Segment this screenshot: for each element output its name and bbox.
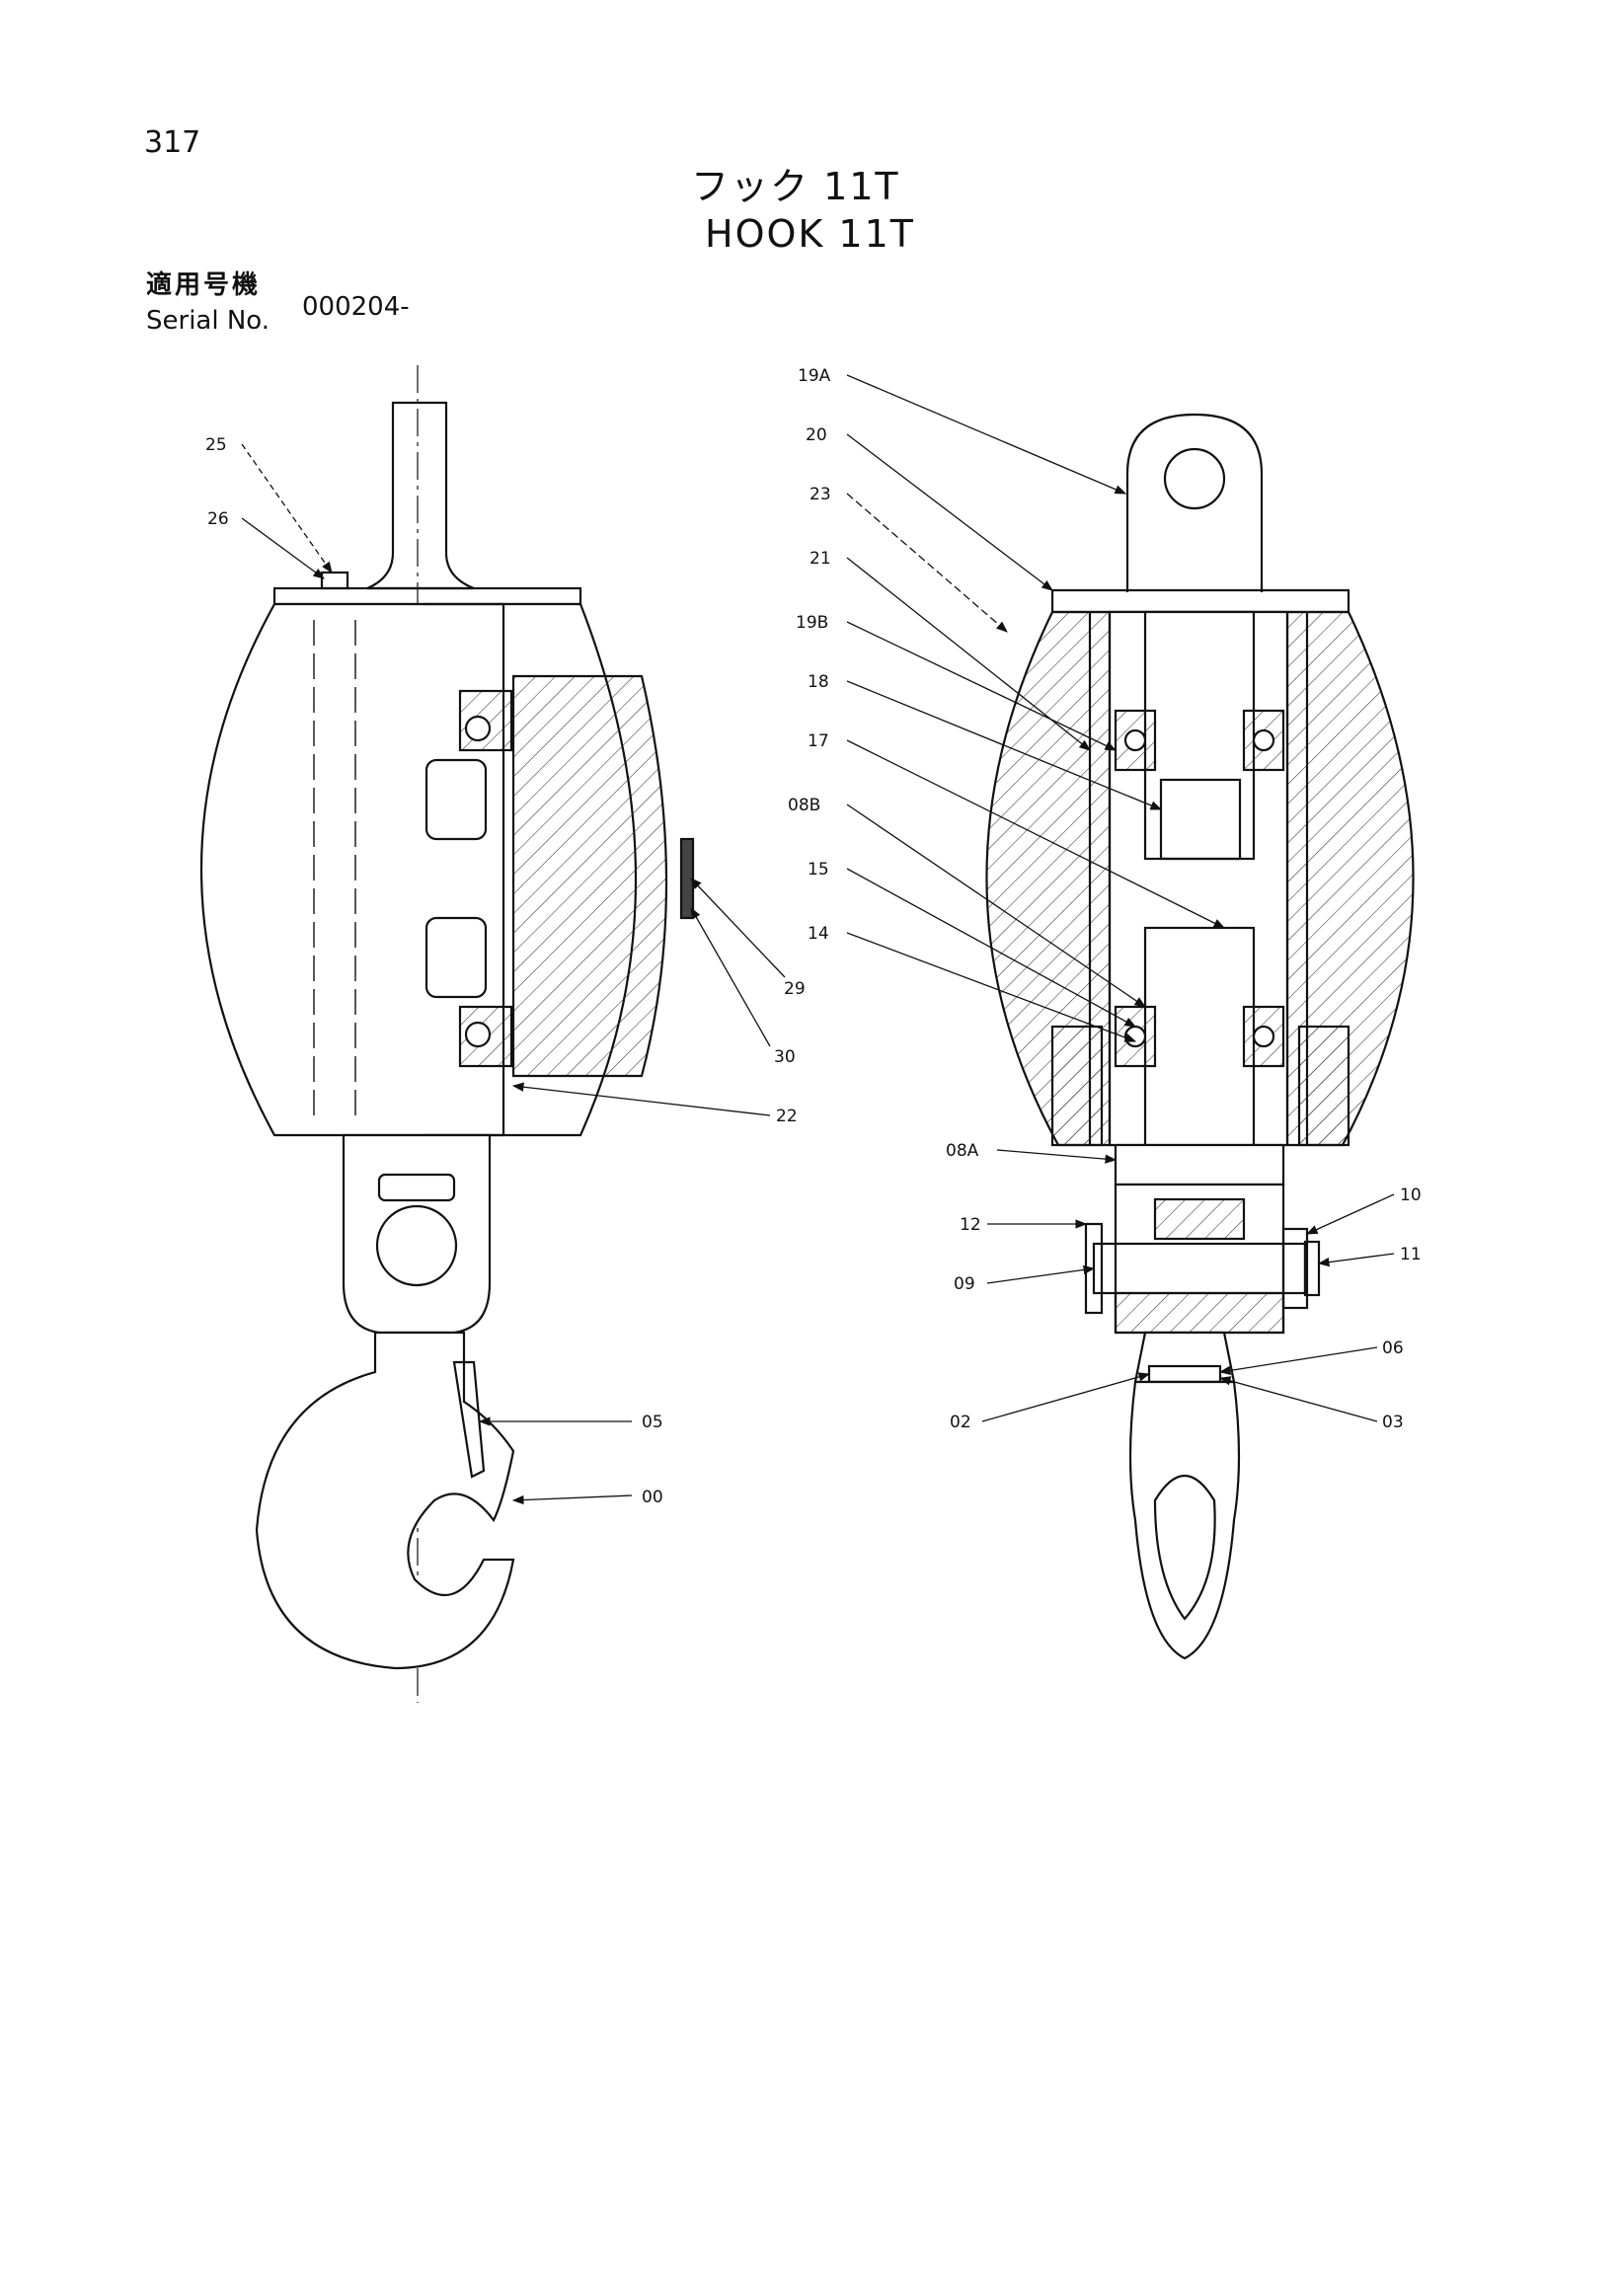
crosshead-08A (1114, 1143, 1285, 1186)
callout-08A: 08A (946, 1141, 979, 1161)
page-number: 317 (144, 125, 201, 160)
right-view (985, 413, 1415, 1660)
swivel-block (342, 1133, 492, 1335)
callout-15: 15 (808, 860, 829, 880)
callout-25: 25 (205, 435, 227, 455)
side-plate-right (1297, 1025, 1350, 1147)
callout-03: 03 (1382, 1413, 1404, 1432)
left-view (200, 365, 695, 1703)
title-english: HOOK 11T (705, 212, 915, 256)
bore-sleeves (1088, 612, 1309, 1145)
split-pin-11 (1303, 1240, 1321, 1297)
serial-label-japanese: 適用号機 (146, 270, 262, 300)
bearing-upper-left (458, 689, 513, 752)
sheave-upper-18 (1159, 778, 1242, 861)
callout-30: 30 (774, 1047, 796, 1067)
callout-20: 20 (806, 425, 827, 445)
callout-19A: 19A (798, 366, 831, 386)
bolt-head-25 (320, 571, 349, 590)
callout-23: 23 (810, 485, 831, 504)
callout-labels: 25 26 29 30 22 05 00 19A 20 23 21 19B 18… (205, 366, 1422, 1507)
serial-number-value: 000204- (302, 292, 410, 322)
ball-lower-b (1252, 1025, 1275, 1048)
callout-10: 10 (1400, 1186, 1422, 1205)
title-japanese: フック 11T (691, 165, 900, 208)
upper-shaft (1143, 610, 1256, 861)
callout-29: 29 (784, 979, 806, 999)
callout-18: 18 (808, 672, 829, 692)
nut-10 (1281, 1227, 1309, 1310)
ball-upper-b (1252, 728, 1275, 752)
top-plate-20 (1050, 588, 1350, 614)
callout-00: 00 (642, 1488, 663, 1507)
inner-drum-upper (424, 758, 488, 841)
callout-22: 22 (776, 1107, 798, 1126)
callout-08B: 08B (788, 796, 820, 815)
hidden-bore (313, 620, 356, 1117)
callout-26: 26 (207, 509, 229, 529)
top-plate (272, 586, 582, 606)
swivel-pin (377, 1173, 456, 1202)
callout-14: 14 (808, 924, 829, 944)
hook-body-left (255, 1331, 515, 1670)
inner-drum-lower (424, 916, 488, 999)
latch-05 (452, 1360, 486, 1479)
serial-label: Serial No. (146, 306, 270, 336)
top-eye-19A (1125, 413, 1264, 592)
callout-19B: 19B (796, 613, 828, 633)
lower-shaft (1143, 926, 1256, 1147)
callout-02: 02 (950, 1413, 971, 1432)
callout-11: 11 (1400, 1245, 1422, 1264)
callout-12: 12 (960, 1215, 981, 1235)
hook-throat (1153, 1474, 1216, 1621)
hook-body-right (1128, 1380, 1241, 1660)
bearing-lower-left (458, 1005, 513, 1068)
ball-lower-a (1123, 1025, 1147, 1048)
top-shaft (366, 401, 475, 590)
side-plate-left (1050, 1025, 1104, 1147)
ball-upper-a (1123, 728, 1147, 752)
top-eye-hole (1163, 447, 1226, 510)
callout-17: 17 (808, 731, 829, 751)
sheave-section (511, 674, 668, 1078)
callout-05: 05 (642, 1413, 663, 1432)
leader-lines (241, 374, 1395, 1505)
callout-06: 06 (1382, 1339, 1404, 1358)
crosshead-pin-section (1153, 1197, 1246, 1241)
swivel-eye (375, 1204, 458, 1287)
callout-21: 21 (810, 549, 831, 569)
callout-09: 09 (954, 1274, 975, 1294)
crosshead-lower (1114, 1291, 1285, 1335)
